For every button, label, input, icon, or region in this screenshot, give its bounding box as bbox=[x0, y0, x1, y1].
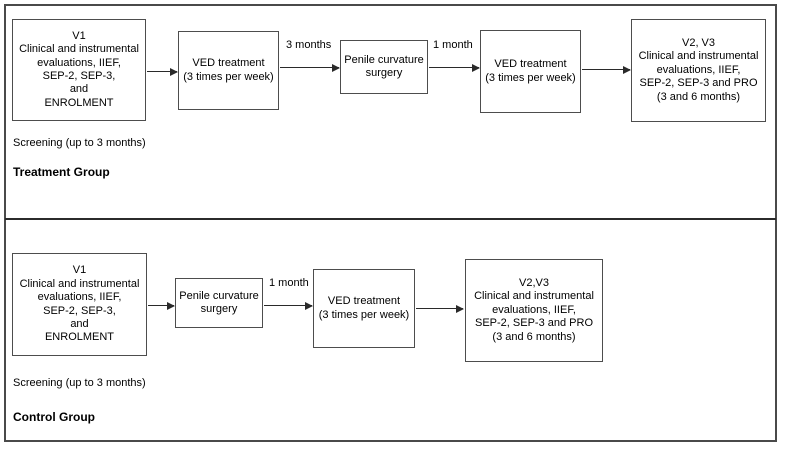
control-arrow-2 bbox=[264, 301, 313, 310]
control-v1-label: V1 Clinical and instrumental evaluations… bbox=[19, 264, 140, 344]
treatment-arrow-2-label: 3 months bbox=[286, 39, 332, 51]
control-arrow-1 bbox=[148, 301, 175, 310]
treatment-screening-note: Screening (up to 3 months) bbox=[13, 137, 146, 149]
control-surgery-box[interactable]: Penile curvature surgery bbox=[175, 278, 263, 328]
treatment-surgery-box[interactable]: Penile curvature surgery bbox=[340, 40, 428, 94]
treatment-v1-label: V1 Clinical and instrumental evaluations… bbox=[19, 29, 139, 109]
control-v2v3-label: V2,V3 Clinical and instrumental evaluati… bbox=[474, 276, 594, 343]
control-surgery-label: Penile curvature surgery bbox=[179, 289, 259, 315]
treatment-ved-1-label: VED treatment (3 times per week) bbox=[183, 57, 274, 83]
treatment-ved-2-label: VED treatment (3 times per week) bbox=[485, 58, 576, 84]
treatment-ved-2-box[interactable]: VED treatment (3 times per week) bbox=[480, 30, 581, 113]
control-ved-label: VED treatment (3 times per week) bbox=[318, 295, 410, 321]
control-ved-box[interactable]: VED treatment (3 times per week) bbox=[313, 269, 415, 348]
treatment-v2v3-label: V2, V3 Clinical and instrumental evaluat… bbox=[638, 36, 759, 103]
treatment-arrow-4 bbox=[582, 65, 631, 74]
treatment-arrow-2 bbox=[280, 63, 340, 72]
control-arrow-2-label: 1 month bbox=[269, 277, 309, 289]
treatment-arrow-1 bbox=[147, 67, 178, 76]
treatment-surgery-label: Penile curvature surgery bbox=[344, 53, 424, 79]
treatment-v2v3-box[interactable]: V2, V3 Clinical and instrumental evaluat… bbox=[631, 19, 766, 122]
control-v1-box[interactable]: V1 Clinical and instrumental evaluations… bbox=[12, 253, 147, 356]
control-v2v3-box[interactable]: V2,V3 Clinical and instrumental evaluati… bbox=[465, 259, 603, 362]
diagram-outer-frame bbox=[4, 4, 777, 442]
treatment-arrow-3-label: 1 month bbox=[433, 39, 473, 51]
control-arrow-3 bbox=[416, 304, 464, 313]
group-divider bbox=[5, 218, 776, 220]
control-group-title: Control Group bbox=[13, 410, 95, 424]
treatment-group-title: Treatment Group bbox=[13, 165, 110, 179]
control-screening-note: Screening (up to 3 months) bbox=[13, 377, 146, 389]
treatment-v1-box[interactable]: V1 Clinical and instrumental evaluations… bbox=[12, 19, 146, 121]
treatment-ved-1-box[interactable]: VED treatment (3 times per week) bbox=[178, 31, 279, 110]
treatment-arrow-3 bbox=[429, 63, 480, 72]
